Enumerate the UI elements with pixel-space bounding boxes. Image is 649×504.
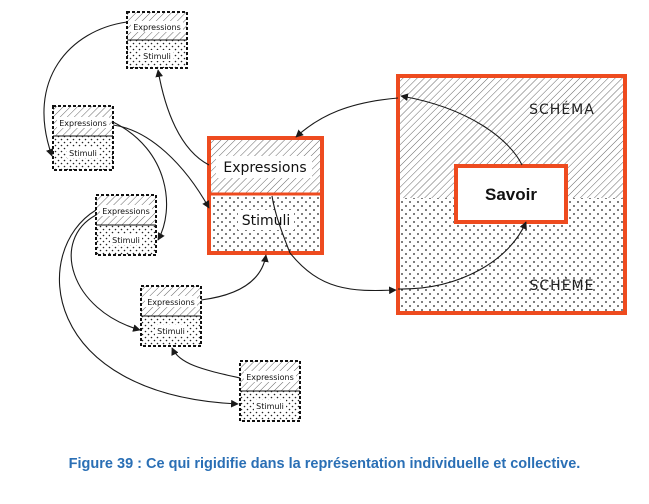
main-stimuli-label: Stimuli <box>242 213 291 229</box>
small-box-5: Expressions Stimuli <box>239 360 301 422</box>
main-box-border <box>207 136 324 255</box>
main-box: Expressions Stimuli <box>207 136 324 255</box>
arrow-schema-to-expressions <box>295 97 399 138</box>
small-box-expressions-label: Expressions <box>102 207 150 216</box>
scheme-label: SCHÈME <box>530 277 595 294</box>
small-box-3: Expressions Stimuli <box>95 194 157 256</box>
arrow-box4-to-main <box>200 254 269 301</box>
savoir-box <box>454 164 568 224</box>
small-box-2: Expressions Stimuli <box>52 105 114 171</box>
figure-caption: Figure 39 : Ce qui rigidifie dans la rep… <box>68 456 581 472</box>
small-box-1: Expressions Stimuli <box>126 11 188 69</box>
arrow-savoir-loop-down <box>397 221 527 290</box>
connectors <box>43 21 527 408</box>
small-box-stimuli-label: Stimuli <box>69 149 97 158</box>
arrow-savoir-loop-up <box>400 93 523 166</box>
big-box: SCHÉMA SCHÈME Savoir <box>396 74 627 315</box>
small-box-stimuli-label: Stimuli <box>157 327 185 336</box>
small-box-stimuli-label: Stimuli <box>112 236 140 245</box>
small-box-expressions-label: Expressions <box>147 298 195 307</box>
arrow-box2-to-main <box>112 124 210 209</box>
arrow-box3-to-box4 <box>70 214 141 332</box>
arrow-main-to-box1 <box>155 69 210 166</box>
arrow-box5-to-box4 <box>171 347 241 379</box>
savoir-label: Savoir <box>485 185 537 204</box>
small-box-expressions-label: Expressions <box>133 23 181 32</box>
main-expressions-label: Expressions <box>223 160 306 176</box>
small-box-stimuli-label: Stimuli <box>256 402 284 411</box>
arrow-box3-to-box5 <box>58 209 239 408</box>
arrow-box2-to-box3 <box>112 121 168 241</box>
schema-label: SCHÉMA <box>529 101 595 118</box>
arrow-stimuli-to-scheme <box>289 252 397 295</box>
arrow-box1-to-box2 <box>43 21 128 157</box>
small-box-expressions-label: Expressions <box>59 119 107 128</box>
small-box-expressions-label: Expressions <box>246 373 294 382</box>
small-box-4: Expressions Stimuli <box>140 285 202 347</box>
small-box-stimuli-label: Stimuli <box>143 52 171 61</box>
big-box-border <box>396 74 627 315</box>
